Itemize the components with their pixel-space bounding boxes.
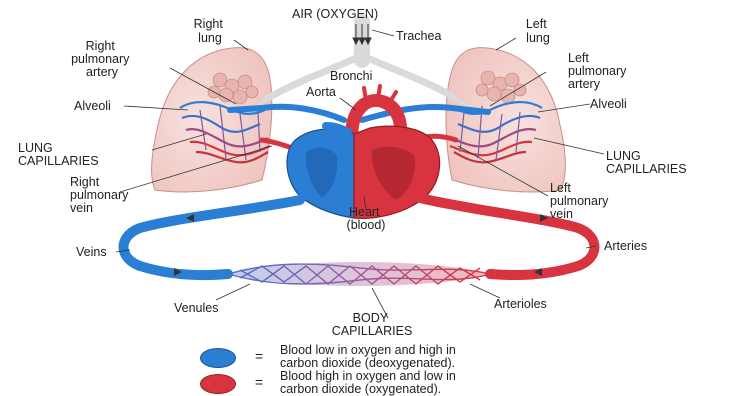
legend-text-oxygenated: Blood high in oxygen and low in carbon d…: [280, 370, 456, 396]
legend-text-deoxygenated: Blood low in oxygen and high in carbon d…: [280, 344, 456, 370]
label-arteries: Arteries: [604, 239, 647, 253]
label-right-pulmonary-vein: Right pulmonary vein: [70, 175, 132, 215]
systemic-veins: [124, 200, 301, 275]
legend-swatch-oxygenated: [200, 374, 236, 394]
label-left-pulmonary-artery: Left pulmonary artery: [568, 51, 630, 91]
label-lung-capillaries-right-side: LUNG CAPILLARIES: [606, 149, 687, 176]
legend-equals-oxygenated: =: [255, 374, 263, 390]
label-body-capillaries: BODY CAPILLARIES: [332, 311, 413, 338]
legend-swatch-deoxygenated: [200, 348, 236, 368]
air-arrows: [353, 24, 371, 44]
label-alveoli-left-side: Alveoli: [74, 99, 111, 113]
label-heart: Heart (blood): [347, 205, 386, 232]
label-trachea: Trachea: [396, 29, 441, 43]
label-bronchi: Bronchi: [330, 69, 372, 83]
label-left-lung: Left lung: [526, 17, 550, 45]
label-left-pulmonary-vein: Left pulmonary vein: [550, 181, 612, 221]
label-lung-capillaries-left-side: LUNG CAPILLARIES: [18, 141, 99, 168]
label-right-lung: Right lung: [194, 17, 227, 45]
label-venules: Venules: [174, 301, 218, 315]
legend-equals-deoxygenated: =: [255, 348, 263, 364]
right-lung: [152, 48, 272, 192]
label-air: AIR (OXYGEN): [292, 7, 378, 21]
label-alveoli-right-side: Alveoli: [590, 97, 627, 111]
label-aorta: Aorta: [306, 85, 336, 99]
label-veins: Veins: [76, 245, 107, 259]
left-lung: [446, 48, 565, 192]
label-right-pulmonary-artery: Right pulmonary artery: [71, 39, 133, 79]
legend-line: carbon dioxide (oxygenated).: [280, 383, 456, 396]
label-arterioles: Arterioles: [494, 297, 547, 311]
